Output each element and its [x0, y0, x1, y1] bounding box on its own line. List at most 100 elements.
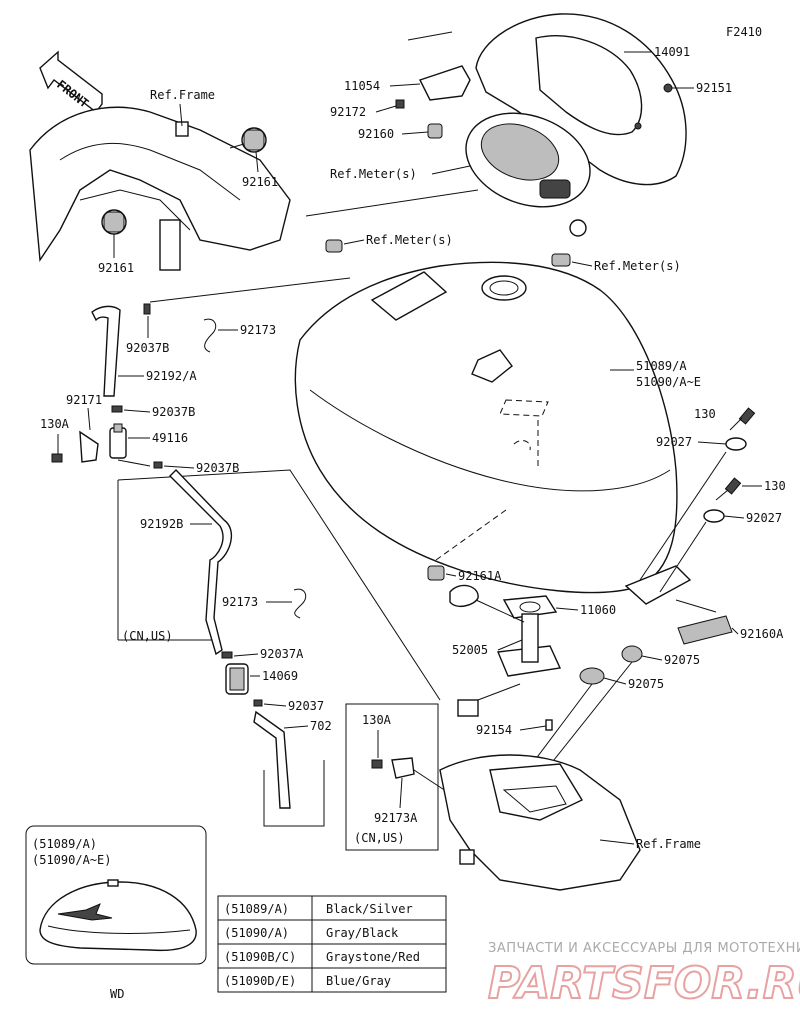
part-130a-2: 130A [362, 713, 392, 727]
part-92154: 92154 [476, 723, 512, 737]
part-52005: 52005 [452, 643, 488, 657]
inset-caption: WD [110, 987, 124, 1001]
part-92037b-2: 92037B [152, 405, 195, 419]
part-92151: 92151 [696, 81, 732, 95]
strap-92173-1 [203, 318, 217, 353]
front-arrow-icon: FRONT [39, 50, 103, 113]
part-14069: 14069 [262, 669, 298, 683]
part-11054: 11054 [344, 79, 380, 93]
watermark-logo: PARTSFOR.RU [488, 958, 800, 1009]
table-color-0: Black/Silver [326, 902, 413, 916]
part-130a-1: 130A [40, 417, 70, 431]
figure-code: F2410 [726, 25, 762, 39]
grommet-92161-a [229, 127, 267, 153]
part-92173-1: 92173 [240, 323, 276, 337]
meter-assembly [465, 112, 591, 237]
part-92027-a: 92027 [656, 435, 692, 449]
hose-702 [253, 710, 291, 809]
bracket-92171 [79, 430, 99, 463]
bracket-92173a [391, 757, 415, 779]
frame-bottom-illustration [439, 754, 641, 891]
tank-variant-inset [25, 825, 207, 965]
clip-92037b-3 [153, 461, 163, 469]
ref-frame-top-label: Ref.Frame [150, 88, 215, 102]
hose-92192a [91, 305, 121, 397]
bolt-130a-2 [371, 759, 383, 769]
screw-92154 [545, 719, 553, 731]
part-92037: 92037 [288, 699, 324, 713]
strap-92173-2 [293, 588, 307, 619]
part-130-b: 130 [764, 479, 786, 493]
part-92160a: 92160A [740, 627, 784, 641]
fuel-tank-51089 [294, 261, 678, 594]
part-14091: 14091 [654, 45, 690, 59]
part-92192a: 92192/A [146, 369, 197, 383]
part-92037b-3: 92037B [196, 461, 239, 475]
pad-92160a [677, 615, 733, 645]
ref-frame-bottom-label: Ref.Frame [636, 837, 701, 851]
tank-decal-illustration [39, 879, 197, 952]
clip-92037 [253, 699, 263, 707]
meter-cover-14091 [475, 13, 687, 186]
table-code-3: (51090D/E) [224, 974, 296, 988]
part-92173a: 92173A [374, 811, 418, 825]
fastener-92172 [395, 99, 405, 109]
tank-rear-bracket [624, 565, 692, 605]
part-92075-b: 92075 [628, 677, 664, 691]
part-92037b-1: 92037B [126, 341, 169, 355]
table-color-1: Gray/Black [326, 926, 399, 940]
bracket-11054 [419, 65, 471, 101]
part-51090ae: 51090/A~E [636, 375, 701, 389]
valve-49116 [109, 423, 151, 467]
bolt-130-a [729, 407, 756, 431]
clip-92037b-1 [143, 303, 151, 315]
fuel-pump-assembly [449, 584, 562, 717]
clip-92037b-2 [111, 405, 123, 413]
clip-92037a [221, 651, 233, 659]
table-color-3: Blue/Gray [326, 974, 391, 988]
part-92161a: 92161A [458, 569, 502, 583]
bolt-130a-1 [51, 453, 63, 463]
ref-meters-label-2: Ref.Meter(s) [366, 233, 453, 247]
grommet-92160 [427, 123, 443, 139]
inset-line-2: (51090/A~E) [32, 853, 111, 867]
part-51089a: 51089/A [636, 359, 687, 373]
rubber-meter-right [551, 253, 571, 267]
part-92161-a: 92161 [242, 175, 278, 189]
inset-line-1: (51089/A) [32, 837, 97, 851]
bolt-130-b [715, 477, 742, 501]
nut-92151 [663, 83, 673, 93]
grommet-92161-b [101, 209, 127, 235]
part-92160: 92160 [358, 127, 394, 141]
part-49116: 49116 [152, 431, 188, 445]
ref-meters-label-1: Ref.Meter(s) [330, 167, 417, 181]
part-92173-2: 92173 [222, 595, 258, 609]
hose-92192b [169, 468, 233, 656]
part-92075-a: 92075 [664, 653, 700, 667]
watermark-tagline: ЗАПЧАСТИ И АКСЕССУАРЫ ДЛЯ МОТОТЕХНИКИ [488, 941, 800, 956]
region-note-cn-us-2: (CN,US) [354, 831, 405, 845]
rubber-92075-a [621, 645, 643, 663]
part-92037a: 92037A [260, 647, 304, 661]
table-code-1: (51090/A) [224, 926, 289, 940]
rubber-92075-b [579, 667, 605, 685]
part-92161-b: 92161 [98, 261, 134, 275]
part-11060: 11060 [580, 603, 616, 617]
table-code-0: (51089/A) [224, 902, 289, 916]
washer-92027-a [725, 437, 747, 451]
table-color-2: Graystone/Red [326, 950, 420, 964]
inset-cn-us-box [345, 703, 439, 851]
part-130-a: 130 [694, 407, 716, 421]
tank-filler-cap [481, 275, 527, 301]
part-702: 702 [310, 719, 332, 733]
part-92027-b: 92027 [746, 511, 782, 525]
rubber-meter-left [325, 239, 343, 253]
frame-top-illustration [29, 106, 291, 271]
color-table: (51089/A) Black/Silver (51090/A) Gray/Black… [217, 895, 447, 993]
washer-92027-b [703, 509, 725, 523]
part-92171: 92171 [66, 393, 102, 407]
grommet-92161a [427, 565, 445, 581]
part-92172: 92172 [330, 105, 366, 119]
ref-meters-label-3: Ref.Meter(s) [594, 259, 681, 273]
